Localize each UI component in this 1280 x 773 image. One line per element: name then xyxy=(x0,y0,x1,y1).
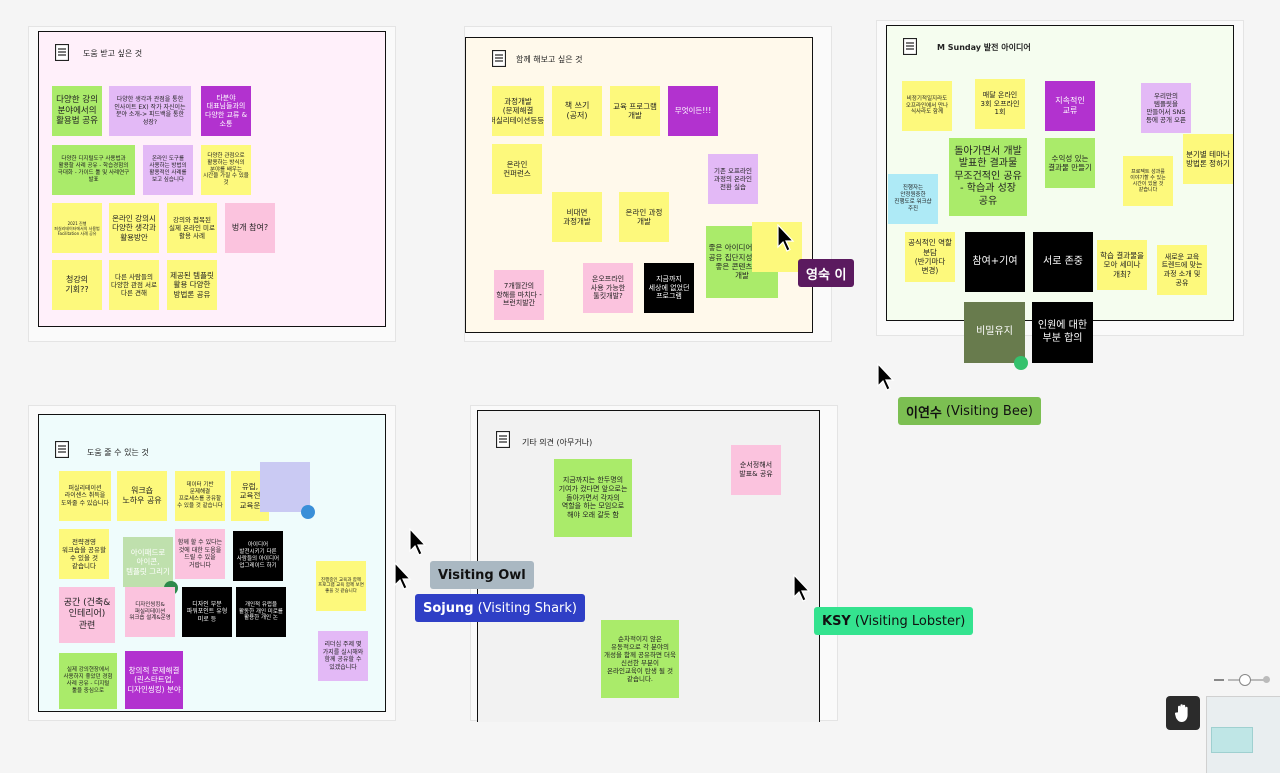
sticky-note[interactable]: 제공된 템플릿 활용 다양한 방법론 공유 xyxy=(167,260,217,310)
sticky-note[interactable]: 전략경영 워크숍을 공유할 수 있을 것 같습니다 xyxy=(59,529,109,579)
sticky-note[interactable]: 순차적이지 않은 유동적으로 각 분야의 개성을 함께 공유하면 더욱 신선한 … xyxy=(601,620,679,698)
cursor-label-yeongsuk: 영숙 이 xyxy=(798,259,855,287)
frame-help-receive[interactable]: 도움 받고 싶은 것 다양한 강의 분야에서의 활용법 공유 다양한 생각과 관… xyxy=(38,31,386,327)
sticky-note[interactable]: 다양한 강의 분야에서의 활용법 공유 xyxy=(52,86,102,136)
minimap-viewport[interactable] xyxy=(1211,727,1253,753)
frame-title: 함께 해보고 싶은 것 xyxy=(516,55,583,64)
sticky-note[interactable]: 분기별 테마나 방법론 정하기 xyxy=(1183,134,1233,184)
sticky-note[interactable]: 다른 사람들의 다양한 관점 서로 다른 견해 xyxy=(109,260,159,310)
sticky-note[interactable]: 창의적 문제해결 (린스타트업, 디자인씽킹) 분야 xyxy=(125,651,183,709)
sticky-note[interactable]: 워크숍 노하우 공유 xyxy=(117,471,167,521)
sticky-note[interactable]: 순서정해서 발표& 공유 xyxy=(731,445,781,495)
sticky-note-blank[interactable] xyxy=(752,222,802,272)
sticky-note[interactable]: 7개월간의 항해를 마치다 - 브런치발간 xyxy=(494,270,544,320)
sticky-note[interactable]: 아이패드로 아이콘, 템플릿 그리기 xyxy=(123,537,173,587)
document-icon xyxy=(903,38,917,55)
sticky-note[interactable]: 강의와 접목된 실제 온라인 미로 활용 사례 xyxy=(167,203,217,253)
sticky-note[interactable]: 비정기적일지라도 오프라인에서 만나 식사라도 함께 xyxy=(902,81,952,131)
sticky-note[interactable]: 공식적인 역할 분담 (반기마다 변경) xyxy=(905,232,955,282)
sticky-note[interactable]: 타분야 대표님들과의 다양한 교류 & 소통 xyxy=(201,86,251,136)
sticky-note[interactable]: 무엇이든!!! xyxy=(668,86,718,136)
frame-title: 도움 받고 싶은 것 xyxy=(83,49,143,58)
document-icon xyxy=(55,44,69,61)
frame-help-give[interactable]: 도움 줄 수 있는 것 퍼실리테이션 라이센스 취득을 도와줄 수 있습니다 워… xyxy=(38,414,386,712)
sticky-note[interactable]: 진행자는 안정원중한 진행도로 워크샵 주진 xyxy=(888,174,938,224)
sticky-note[interactable]: 온라인 도구를 사용하는 방법의 활용적인 사례를 보고 싶습니다 xyxy=(143,145,193,195)
zoom-slider[interactable] xyxy=(1212,674,1272,686)
frame-title: 도움 줄 수 있는 것 xyxy=(87,448,149,457)
zoom-handle[interactable] xyxy=(1239,674,1251,686)
sticky-note[interactable]: 벙개 참여? xyxy=(225,203,275,253)
hand-tool-button[interactable] xyxy=(1166,696,1200,730)
cursor-arrow-icon xyxy=(394,562,412,590)
avatar-badge-icon xyxy=(301,505,315,519)
sticky-note[interactable]: 참여+기여 xyxy=(965,232,1025,292)
sticky-note[interactable]: 새로운 교육 트렌드에 맞는 과정 소개 및 공유 xyxy=(1157,245,1207,295)
sticky-note[interactable]: 청강의 기회?? xyxy=(52,260,102,310)
sticky-note[interactable]: 과정개발 (문제해결 퍼실리테이션등등) xyxy=(492,86,544,136)
sticky-note[interactable]: 공간 (건축&인테리어) 관련 xyxy=(59,587,115,643)
sticky-note[interactable]: 다양한 관점으로 활용하는 방식의 분야를 배우는 시간을 가질 수 있을 것 xyxy=(201,145,251,195)
document-icon xyxy=(55,441,69,458)
document-icon xyxy=(496,431,510,448)
hand-icon xyxy=(1174,704,1188,722)
cursor-arrow-icon xyxy=(877,363,895,391)
cursor-label-owl: Visiting Owl xyxy=(430,561,534,589)
sticky-note[interactable]: 비밀유지 xyxy=(964,302,1025,363)
frame-other[interactable]: 기타 의견 (아무거나) 지금까지는 한두명의 기여가 컸다면 앞으로는 돌아가… xyxy=(477,410,820,722)
sticky-note[interactable]: 개인적 유럽을 활동한 개인 미로를 활용한 개인 논 xyxy=(236,587,286,637)
sticky-note[interactable]: 다양한 생각과 관점을 통한 인사이트 EX) 작가 자신이는 분야 소개-> … xyxy=(109,86,191,136)
sticky-note-blank[interactable] xyxy=(260,462,310,512)
sticky-note[interactable]: 좋은 아이디어 있으면 공유 집단지성을 통해 좋은 콘텐츠 함께 개발 xyxy=(706,226,778,298)
cursor-arrow-icon xyxy=(777,224,795,252)
sticky-note[interactable]: 인원에 대한 부분 합의 xyxy=(1032,302,1093,363)
cursor-arrow-icon xyxy=(409,528,427,556)
sticky-note[interactable]: 우리만의 템플릿을 만들어서 SNS 등에 공개 오픈 xyxy=(1141,83,1191,133)
sticky-note[interactable]: 수익성 있는 결과물 만들기 xyxy=(1045,138,1095,188)
sticky-note[interactable]: 온오프라인 사용 가능한 툴킷개발? xyxy=(583,263,633,313)
sticky-note[interactable]: 지금까지는 한두명의 기여가 컸다면 앞으로는 돌아가면서 각자의 역할을 하는… xyxy=(554,459,632,537)
sticky-note[interactable]: 다양한 디지털도구 사용법과 활용할 사례 공유 - 학습경험의 극대화 - 가… xyxy=(52,145,135,195)
sticky-note[interactable]: 온라인 강의시 다양한 생각과 활용방안 xyxy=(109,203,159,253)
zoom-plus-icon[interactable] xyxy=(1263,676,1270,683)
avatar-badge-icon xyxy=(1014,356,1028,370)
zoom-minus-icon[interactable] xyxy=(1214,679,1224,681)
sticky-note[interactable]: 지속적인 교류 xyxy=(1045,81,1095,131)
sticky-note[interactable]: 진행중인 교육과 함께 프로그램 교육 함께 보면 좋을 것 같습니다 xyxy=(316,561,366,611)
sticky-note[interactable]: 온라인 컨퍼런스 xyxy=(492,144,542,194)
sticky-note[interactable]: 실제 강의현장에서 사용하지 좋았던 경험 사례 공유 - 디지털 툴을 중심으… xyxy=(59,653,117,709)
sticky-note[interactable]: 함께 할 수 있다는 것에 대한 도움을 드릴 수 있을 거랍니다 xyxy=(175,529,225,579)
sticky-note[interactable]: 2021 진행 퍼실리테이터에서의 사용법 Facilitation 사례 공유 xyxy=(52,203,102,253)
sticky-note[interactable]: 학습 결과물을 모아 세미나 개최? xyxy=(1097,240,1147,290)
sticky-note[interactable]: 프로젝트 성과를 이야기할 수 있는 시간이 있을 것 같습니다 xyxy=(1123,156,1173,206)
sticky-note[interactable]: 디자인 부분 파워포인트 유형 미로 등 xyxy=(182,587,232,637)
sticky-note[interactable]: 데이터 기반 문제해결 프로세스를 공유할 수 있을 것 같습니다 xyxy=(175,471,225,521)
sticky-note[interactable]: 서로 존중 xyxy=(1033,232,1093,292)
sticky-note[interactable]: 디자인씽킹&퍼실리테이션 워크숍 설계&운영 xyxy=(125,587,175,637)
cursor-label-ksy: KSY(Visiting Lobster) xyxy=(814,607,974,635)
cursor-label-yeonsu: 이연수(Visiting Bee) xyxy=(898,397,1041,425)
frame-together[interactable]: 함께 해보고 싶은 것 과정개발 (문제해결 퍼실리테이션등등) 책 쓰기 (공… xyxy=(465,37,813,333)
sticky-note[interactable]: 퍼실리테이션 라이센스 취득을 도와줄 수 있습니다 xyxy=(59,471,111,521)
sticky-note[interactable]: 기존 오프라인 과정의 온라인 전환 실습 xyxy=(708,154,758,204)
cursor-arrow-icon xyxy=(793,574,811,602)
sticky-note[interactable]: 아이디어 발전시키기 다른 사람들의 아이디어 업그레이드 하기 xyxy=(233,531,283,581)
sticky-note[interactable]: 교육 프로그램 개발 xyxy=(610,86,660,136)
sticky-note[interactable]: 비대면 과정개발 xyxy=(552,192,602,242)
document-icon xyxy=(492,50,506,67)
sticky-note[interactable]: 매달 온라인 3회 오프라인 1회 xyxy=(975,79,1025,129)
frame-sunday[interactable]: M Sunday 발전 아이디어 비정기적일지라도 오프라인에서 만나 식사라도… xyxy=(886,25,1234,321)
sticky-note[interactable]: 온라인 과정 개발 xyxy=(619,192,669,242)
minimap[interactable] xyxy=(1206,696,1280,773)
sticky-note[interactable]: 지금까지 세상에 없었던 프로그램 xyxy=(644,263,694,313)
cursor-label-sojung: Sojung(Visiting Shark) xyxy=(415,594,585,622)
frame-title: 기타 의견 (아무거나) xyxy=(522,438,593,447)
frame-title: M Sunday 발전 아이디어 xyxy=(937,43,1031,52)
sticky-note[interactable]: 책 쓰기 (공저) xyxy=(552,86,602,136)
sticky-note[interactable]: 리더십 주제 몇 가지를 실시해와 함께 공유할 수 있겠습니다 xyxy=(318,631,368,681)
sticky-note[interactable]: 돌아가면서 개발 발표한 결과물 무조건적인 공유 - 학습과 성장 공유 xyxy=(949,138,1027,216)
